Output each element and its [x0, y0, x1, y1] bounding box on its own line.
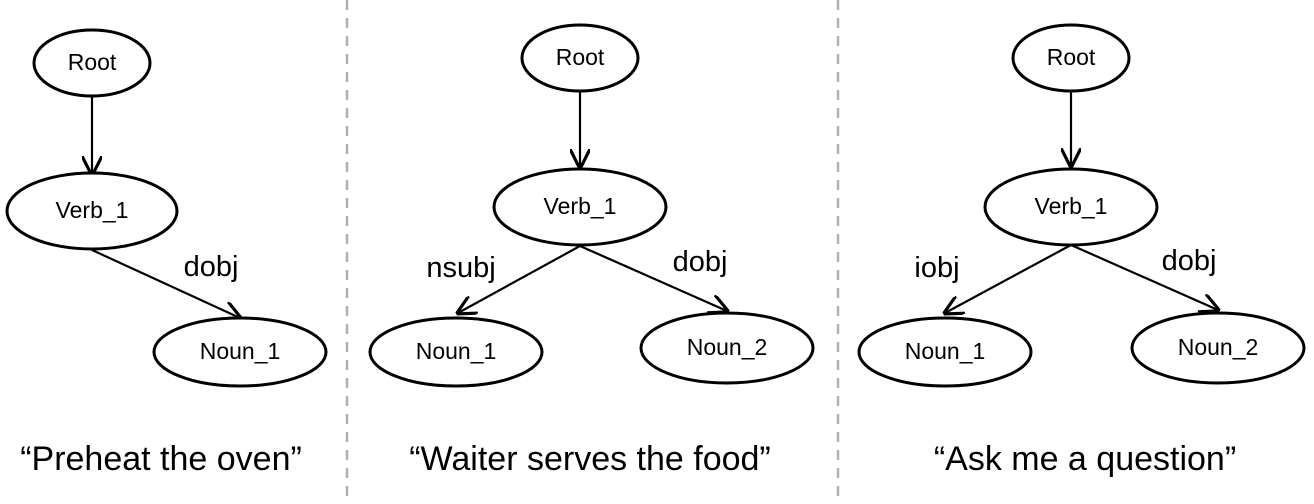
node-noun-1: Noun_1	[857, 316, 1033, 388]
caption: “Waiter serves the food”	[409, 440, 771, 478]
node-root: Root	[520, 23, 640, 93]
edge-nsubj	[458, 245, 581, 313]
node-root-label: Root	[68, 49, 117, 75]
node-noun-1-label: Noun_1	[200, 338, 281, 364]
node-noun-1-label: Noun_1	[905, 338, 986, 364]
node-root: Root	[32, 28, 152, 98]
node-verb-label: Verb_1	[1035, 193, 1108, 219]
node-verb-label: Verb_1	[544, 193, 617, 219]
edge-label-dobj: dobj	[184, 251, 239, 283]
edge-label-nsubj: nsubj	[426, 252, 495, 284]
edge-dobj	[91, 249, 240, 318]
caption: “Preheat the oven”	[20, 440, 302, 478]
node-verb: Verb_1	[5, 171, 179, 251]
node-noun-2-label: Noun_2	[1178, 334, 1259, 360]
node-root: Root	[1011, 23, 1131, 93]
node-noun-1: Noun_1	[152, 316, 328, 388]
node-verb: Verb_1	[492, 167, 668, 247]
node-noun-2-label: Noun_2	[687, 334, 768, 360]
caption: “Ask me a question”	[934, 440, 1236, 478]
edge-iobj	[945, 244, 1072, 313]
panel-1: Root Verb_1 Noun_1 dobj “Preheat the ove…	[5, 28, 328, 478]
node-verb: Verb_1	[983, 167, 1159, 247]
node-noun-2: Noun_2	[1130, 311, 1306, 385]
node-root-label: Root	[556, 44, 605, 70]
edge-label-iobj: iobj	[914, 252, 959, 284]
node-noun-1: Noun_1	[368, 316, 544, 388]
node-verb-label: Verb_1	[56, 197, 129, 223]
edge-label-dobj: dobj	[673, 246, 728, 278]
node-root-label: Root	[1047, 44, 1096, 70]
edge-label-dobj: dobj	[1162, 245, 1217, 277]
panel-3: Root Verb_1 Noun_1 Noun_2 iobj dobj “Ask…	[857, 23, 1306, 478]
node-noun-2: Noun_2	[639, 311, 815, 385]
node-noun-1-label: Noun_1	[416, 338, 497, 364]
panel-2: Root Verb_1 Noun_1 Noun_2 nsubj dobj “Wa…	[368, 23, 815, 478]
edge-dobj	[1070, 243, 1218, 310]
edge-dobj	[579, 244, 727, 311]
